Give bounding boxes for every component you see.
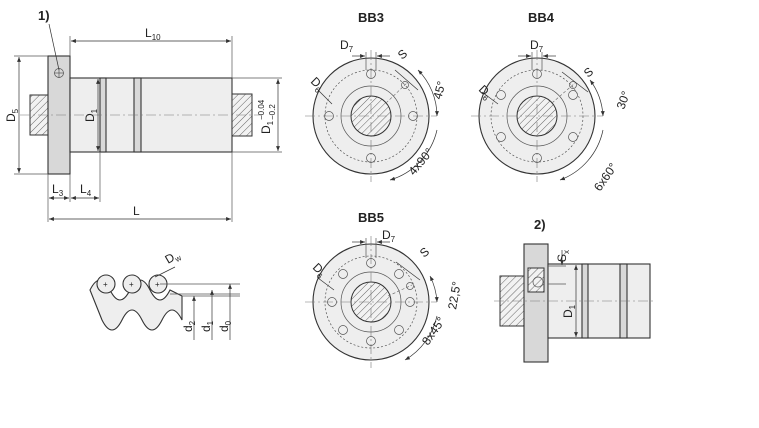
dim-D5: D5 [4,108,20,122]
bb5-dim-D7: D7 [382,228,396,244]
flange-bb4: BB4 D7 D6 S 30° 6x60° [471,10,633,194]
dim-L4: L4 [80,182,92,198]
dim-L3: L3 [52,182,64,198]
bb4-title: BB4 [528,10,555,25]
dim-L10: L10 [145,26,161,42]
tol-lower: −0.2 [268,104,277,120]
tol-upper: −0.04 [257,99,266,120]
note-2-label: 2) [534,217,546,232]
dim-D1-inner: D1 [83,108,99,122]
svg-text:+: + [129,280,134,289]
svg-text:+: + [155,280,160,289]
bb5-dim-S: S [417,244,432,260]
svg-text:+: + [103,280,108,289]
dim-Dw: Dw [163,247,184,268]
nut-side-view [20,55,262,175]
dim-d2: d2 [181,320,197,332]
flange-bb5: BB5 D7 D6 S 22,5° 8x45° [305,210,464,368]
side-view-dimensions: 1) L10 D5 D1 D1 −0.04 −0.2 L3 L4 L [4,8,282,222]
bb4-dim-D7: D7 [530,38,544,54]
note-1-label: 1) [38,8,50,23]
detail-dim-D1: D1 [561,304,577,318]
bb3-dim-D7: D7 [340,38,354,54]
dim-d0: d0 [217,320,233,332]
bb3-angle: 45° [430,79,448,100]
flange-bb3: BB3 D7 D6 S 45° 4x90° [305,10,449,182]
detail-2-view: 2) Sx D1 [494,217,655,363]
bb4-dim-S: S [581,64,596,80]
bb5-title: BB5 [358,210,384,225]
bb4-angle: 30° [614,89,633,111]
bb3-title: BB3 [358,10,384,25]
dim-D1-tolerance: D1 [259,120,275,134]
ball-screw-profile: + + + Dw d2 d1 d0 [89,247,240,340]
bb4-pattern: 6x60° [591,160,620,193]
dim-d1: d1 [199,320,215,332]
dim-L: L [133,204,140,218]
dim-Sx: Sx [555,250,571,262]
bb3-dim-S: S [395,46,410,62]
bb5-angle: 22,5° [445,280,464,310]
